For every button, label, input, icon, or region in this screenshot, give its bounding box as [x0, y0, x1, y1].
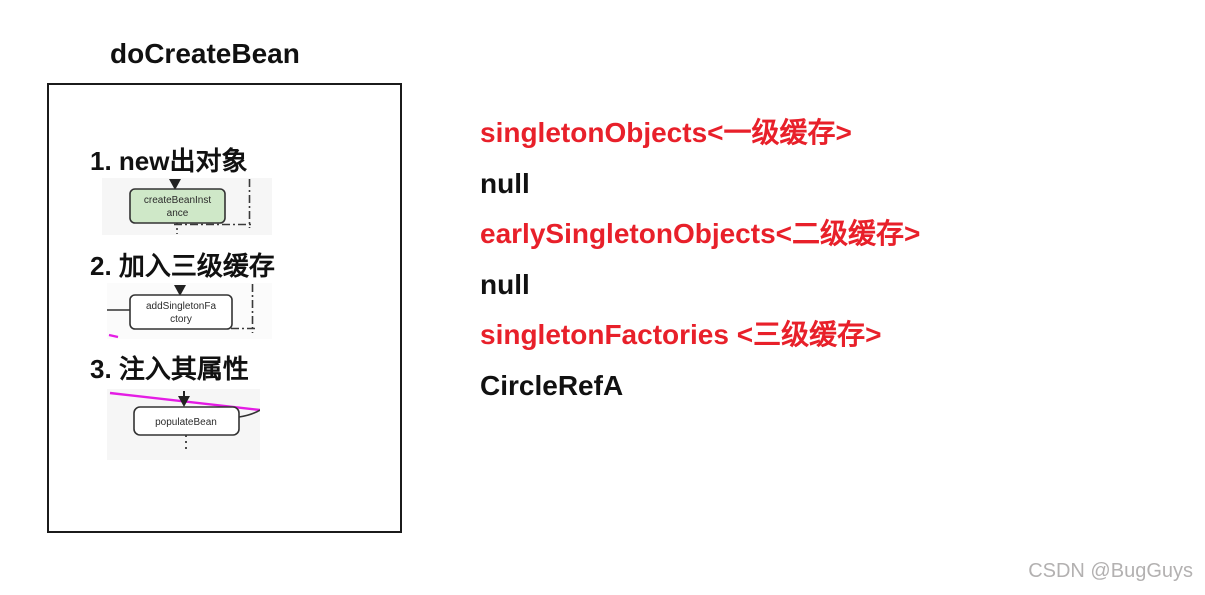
cache-level2-name: earlySingletonObjects<二级缓存>: [480, 218, 921, 249]
populate-bean-flow-fragment: populateBean: [107, 389, 260, 460]
right-connector-curve: [238, 409, 260, 418]
node-label-line2: ance: [167, 208, 189, 219]
cache-level3-value: CircleRefA: [480, 369, 624, 401]
step-1-label: 1. new出对象: [90, 146, 248, 176]
node-label-line1: addSingletonFa: [146, 301, 216, 312]
cache-level1-value: null: [480, 167, 530, 199]
add-singleton-factory-flow-fragment: addSingletonFa ctory: [107, 283, 272, 339]
cache-level2-value: null: [480, 268, 530, 300]
magenta-edge-stub: [108, 333, 119, 339]
node-label-line1: createBeanInst: [144, 195, 211, 206]
cache-level1-name: singletonObjects<一级缓存>: [480, 117, 852, 148]
arrow-down-icon: [178, 396, 190, 407]
cache-annotation-list: singletonObjects<一级缓存> null earlySinglet…: [480, 108, 920, 411]
node-label-line2: ctory: [170, 314, 192, 325]
create-bean-instance-flow-fragment: createBeanInst ance: [102, 178, 272, 235]
arrow-down-icon: [174, 285, 186, 296]
docreatebean-flow-panel: 1. new出对象 createBeanInst ance 2. 加入三级缓存 …: [47, 83, 402, 533]
create-bean-instance-node: [129, 188, 226, 224]
diagram-title: doCreateBean: [110, 38, 300, 69]
node-label-line1: populateBean: [155, 417, 217, 428]
step-3-label: 3. 注入其属性: [90, 354, 249, 384]
step-2-label: 2. 加入三级缓存: [90, 251, 275, 281]
csdn-watermark: CSDN @BugGuys: [1028, 560, 1193, 582]
add-singleton-factory-node: [129, 294, 233, 330]
cache-level3-name: singletonFactories <三级缓存>: [480, 319, 882, 350]
arrow-down-icon: [169, 179, 181, 190]
